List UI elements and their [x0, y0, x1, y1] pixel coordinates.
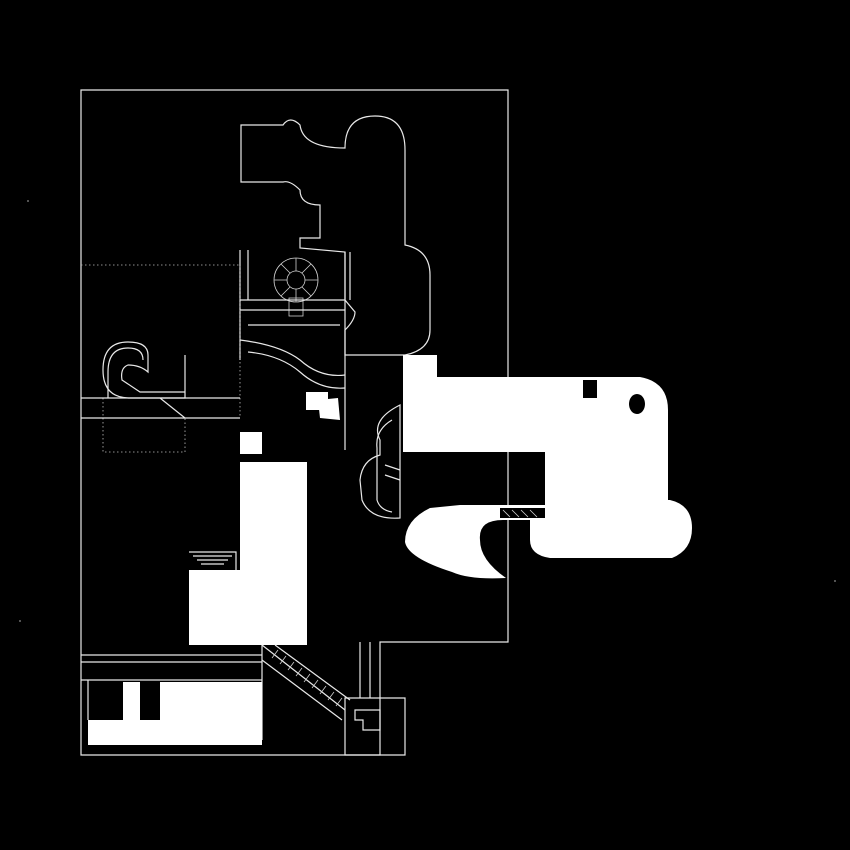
east-notch: [500, 508, 545, 518]
south-room-walls: [81, 679, 262, 720]
white-patch-2: [240, 432, 262, 454]
site-boundary: [80, 89, 509, 756]
oculus: [629, 394, 645, 414]
south-filled-room[interactable]: [88, 682, 262, 745]
window-slot: [583, 380, 597, 398]
stair-tower: [344, 642, 406, 756]
diagonal-stair: [261, 644, 351, 721]
site-ticks: [19, 200, 836, 622]
east-notch-marks: [502, 509, 538, 518]
interior-partition: [239, 250, 351, 450]
north-curved-room: [240, 115, 431, 356]
curved-pod-inner: [376, 419, 401, 513]
central-room-stairs: [189, 551, 237, 570]
east-filled-room[interactable]: [403, 355, 692, 579]
left-room-walls: [81, 397, 240, 419]
central-filled-room[interactable]: [189, 462, 307, 645]
ramp-band: [239, 299, 346, 389]
curved-pod: [359, 404, 401, 519]
curved-wall-room: [102, 341, 186, 399]
white-patch-3: [318, 398, 340, 420]
spiral-stair: [273, 257, 319, 317]
